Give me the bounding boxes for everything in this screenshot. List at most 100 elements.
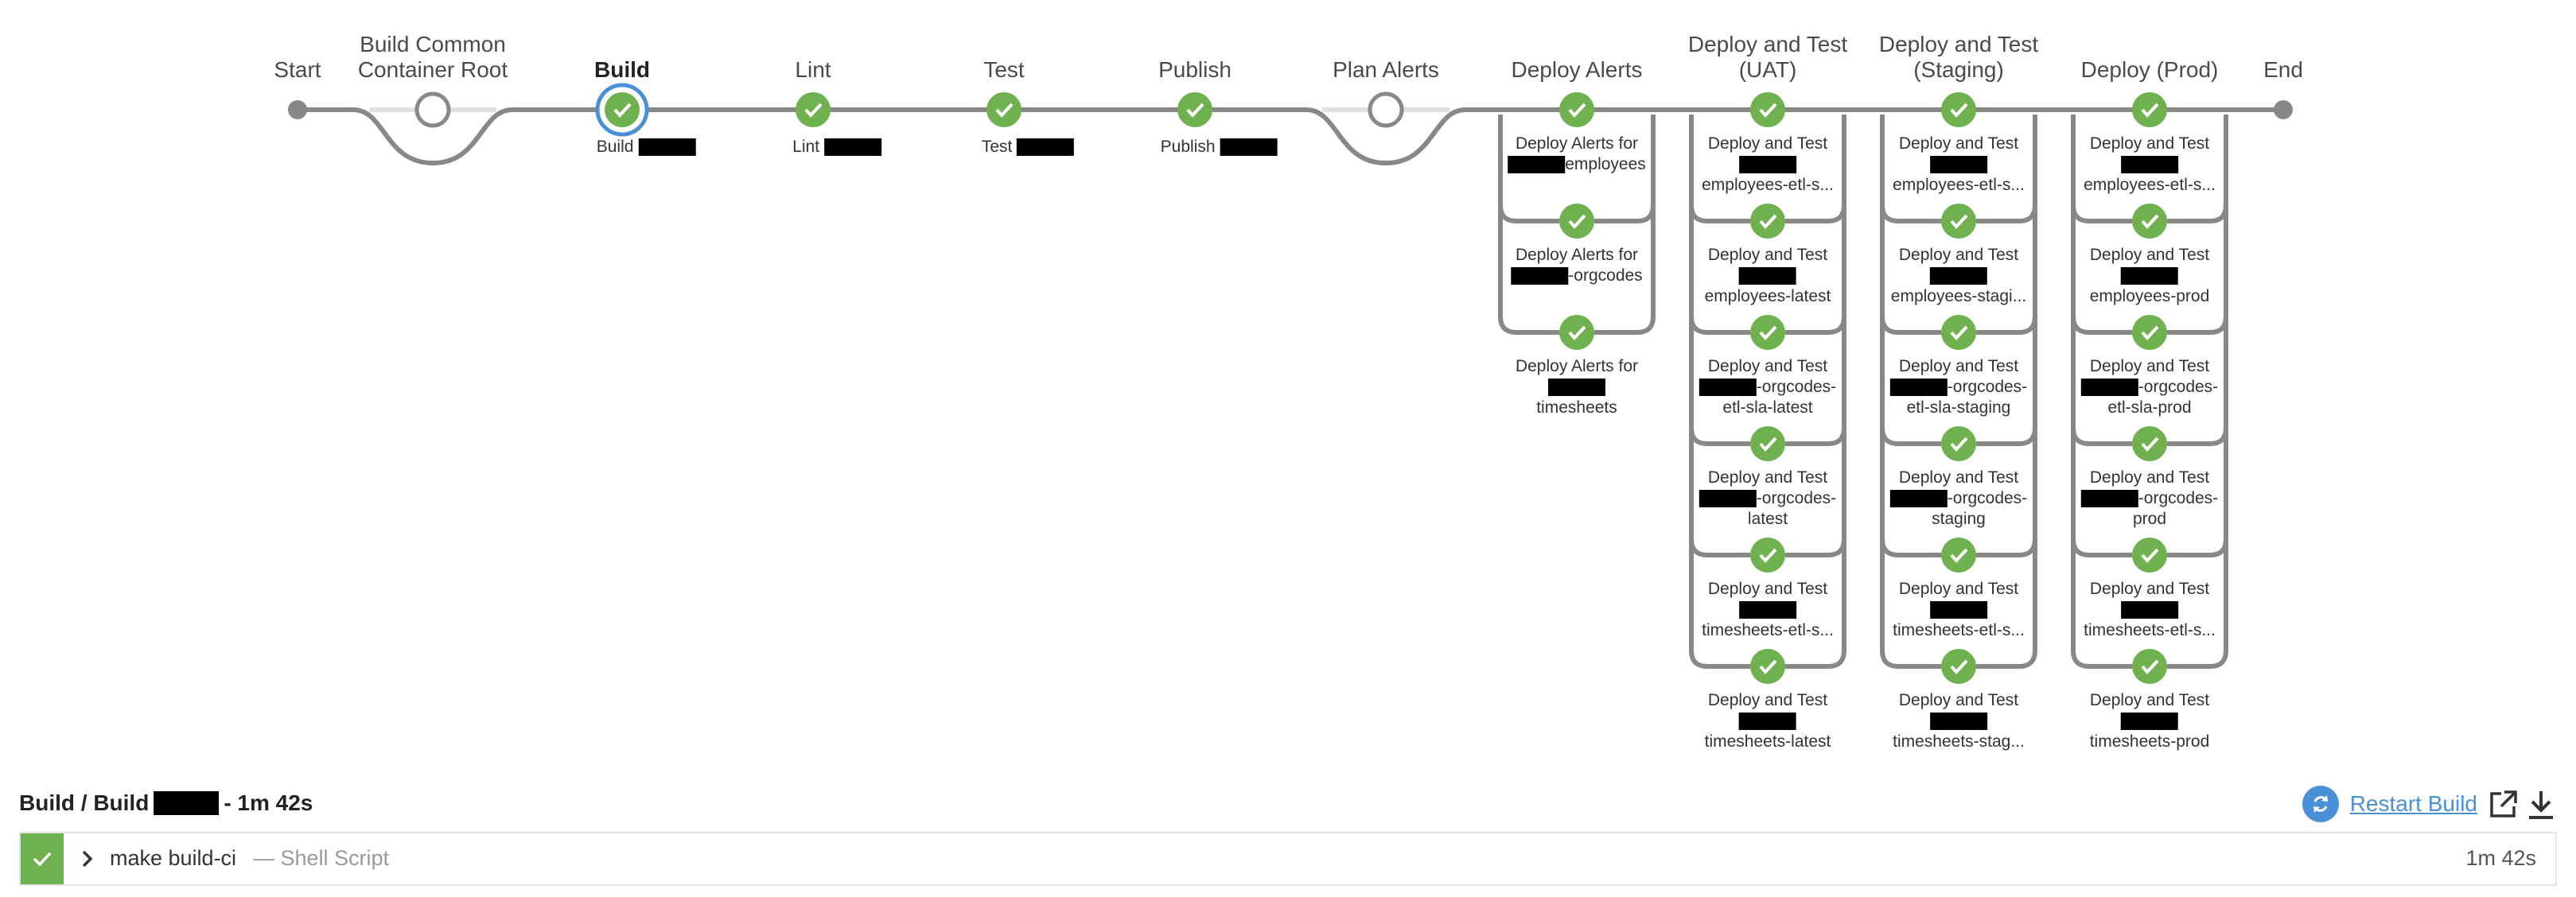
check-icon	[1950, 214, 1968, 230]
stage-sub-label-lint[interactable]: Lint	[792, 137, 881, 157]
log-step-row[interactable]: make build-ci — Shell Script 1m 42s	[19, 832, 2557, 886]
redacted-block	[823, 138, 881, 157]
stage-title-uat[interactable]: Deploy and Test(UAT)	[1687, 32, 1848, 82]
branch-node-staging-1[interactable]	[1941, 92, 1976, 127]
branch-label-staging-4[interactable]: Deploy and Test-orgcodes-staging	[1889, 468, 2027, 530]
branch-node-prod-5[interactable]	[2132, 538, 2167, 573]
connector-line	[1498, 115, 1559, 335]
check-icon	[2141, 437, 2159, 452]
redacted-block	[1511, 267, 1569, 285]
check-icon	[1759, 548, 1777, 564]
branch-node-staging-6[interactable]	[1941, 649, 1976, 684]
connector-line	[2167, 115, 2228, 669]
stage-title-publish[interactable]: Publish	[1158, 57, 1232, 82]
branch-node-uat-2[interactable]	[1750, 204, 1785, 239]
stage-title-planalerts[interactable]: Plan Alerts	[1333, 57, 1439, 82]
redacted-block	[1930, 601, 1987, 619]
restart-icon	[2302, 786, 2339, 822]
stage-title-build[interactable]: Build	[594, 57, 650, 82]
redacted-block	[1508, 156, 1566, 174]
check-icon	[1759, 103, 1777, 118]
stage-node-lint[interactable]	[796, 92, 831, 127]
connector-line	[1594, 115, 1656, 335]
skipped-stage-node[interactable]	[1368, 91, 1404, 128]
branch-node-uat-3[interactable]	[1750, 315, 1785, 350]
check-icon	[1568, 103, 1586, 118]
stage-node-build[interactable]	[605, 92, 640, 127]
stage-title-staging[interactable]: Deploy and Test(Staging)	[1878, 32, 2039, 82]
stage-sub-label-build[interactable]: Build	[597, 137, 696, 157]
stage-sub-label-publish[interactable]: Publish	[1161, 137, 1278, 157]
stage-title-end[interactable]: End	[2263, 57, 2303, 82]
check-icon	[2141, 325, 2159, 341]
branch-label-staging-3[interactable]: Deploy and Test-orgcodes-etl-sla-staging	[1889, 356, 2027, 418]
branch-node-prod-6[interactable]	[2132, 649, 2167, 684]
branch-node-staging-2[interactable]	[1941, 204, 1976, 239]
log-title-duration: - 1m 42s	[224, 790, 313, 815]
branch-label-uat-3[interactable]: Deploy and Test-orgcodes-etl-sla-latest	[1699, 356, 1836, 418]
stage-title-test[interactable]: Test	[983, 57, 1025, 82]
redacted-block	[1738, 713, 1796, 731]
skipped-stage-node[interactable]	[414, 91, 451, 128]
check-icon	[1950, 437, 1968, 452]
redacted-block	[1017, 138, 1075, 157]
restart-build-button[interactable]: Restart Build	[2302, 786, 2477, 822]
branch-node-staging-4[interactable]	[1941, 426, 1976, 461]
step-type-label: — Shell Script	[253, 846, 390, 870]
branch-node-prod-2[interactable]	[2132, 204, 2167, 239]
check-icon	[1950, 325, 1968, 341]
branch-node-uat-6[interactable]	[1750, 649, 1785, 684]
redacted-block	[1929, 156, 1987, 174]
stage-title-lint[interactable]: Lint	[795, 57, 831, 82]
branch-node-prod-1[interactable]	[2132, 92, 2167, 127]
stage-title-prod[interactable]: Deploy (Prod)	[2080, 57, 2219, 82]
branch-label-uat-4[interactable]: Deploy and Test-orgcodes-latest	[1699, 468, 1836, 530]
stage-sub-label-test[interactable]: Test	[982, 137, 1075, 157]
branch-label-deployalerts-2[interactable]: Deploy Alerts for-orgcodes	[1511, 245, 1643, 286]
branch-node-staging-5[interactable]	[1941, 538, 1976, 573]
check-icon	[1950, 659, 1968, 675]
branch-node-prod-3[interactable]	[2132, 315, 2167, 350]
restart-build-label[interactable]: Restart Build	[2349, 791, 2477, 816]
branch-label-prod-3[interactable]: Deploy and Test-orgcodes-etl-sla-prod	[2080, 356, 2218, 418]
open-external-icon[interactable]	[2487, 789, 2519, 821]
branch-node-deployalerts-2[interactable]	[1559, 204, 1594, 239]
stage-node-publish[interactable]	[1177, 92, 1212, 127]
check-icon	[1759, 659, 1777, 675]
branch-node-uat-4[interactable]	[1750, 426, 1785, 461]
end-node	[2274, 100, 2293, 119]
branch-node-deployalerts-1[interactable]	[1559, 92, 1594, 127]
check-icon	[1568, 214, 1586, 230]
stage-title-start[interactable]: Start	[274, 57, 321, 82]
branch-node-prod-4[interactable]	[2132, 426, 2167, 461]
branch-node-uat-5[interactable]	[1750, 538, 1785, 573]
redacted-block	[1889, 490, 1948, 508]
step-success-badge	[21, 833, 64, 884]
redacted-block	[1699, 379, 1757, 397]
branch-node-deployalerts-3[interactable]	[1559, 315, 1594, 350]
stage-title-deployalerts[interactable]: Deploy Alerts	[1511, 57, 1643, 82]
connector-line	[1689, 115, 1750, 669]
branch-node-staging-3[interactable]	[1941, 315, 1976, 350]
branch-label-prod-4[interactable]: Deploy and Test-orgcodes-prod	[2080, 468, 2218, 530]
branch-node-uat-1[interactable]	[1750, 92, 1785, 127]
chevron-right-icon[interactable]	[76, 848, 99, 870]
stage-node-test[interactable]	[986, 92, 1021, 127]
download-icon[interactable]	[2525, 789, 2557, 821]
check-icon	[1759, 325, 1777, 341]
